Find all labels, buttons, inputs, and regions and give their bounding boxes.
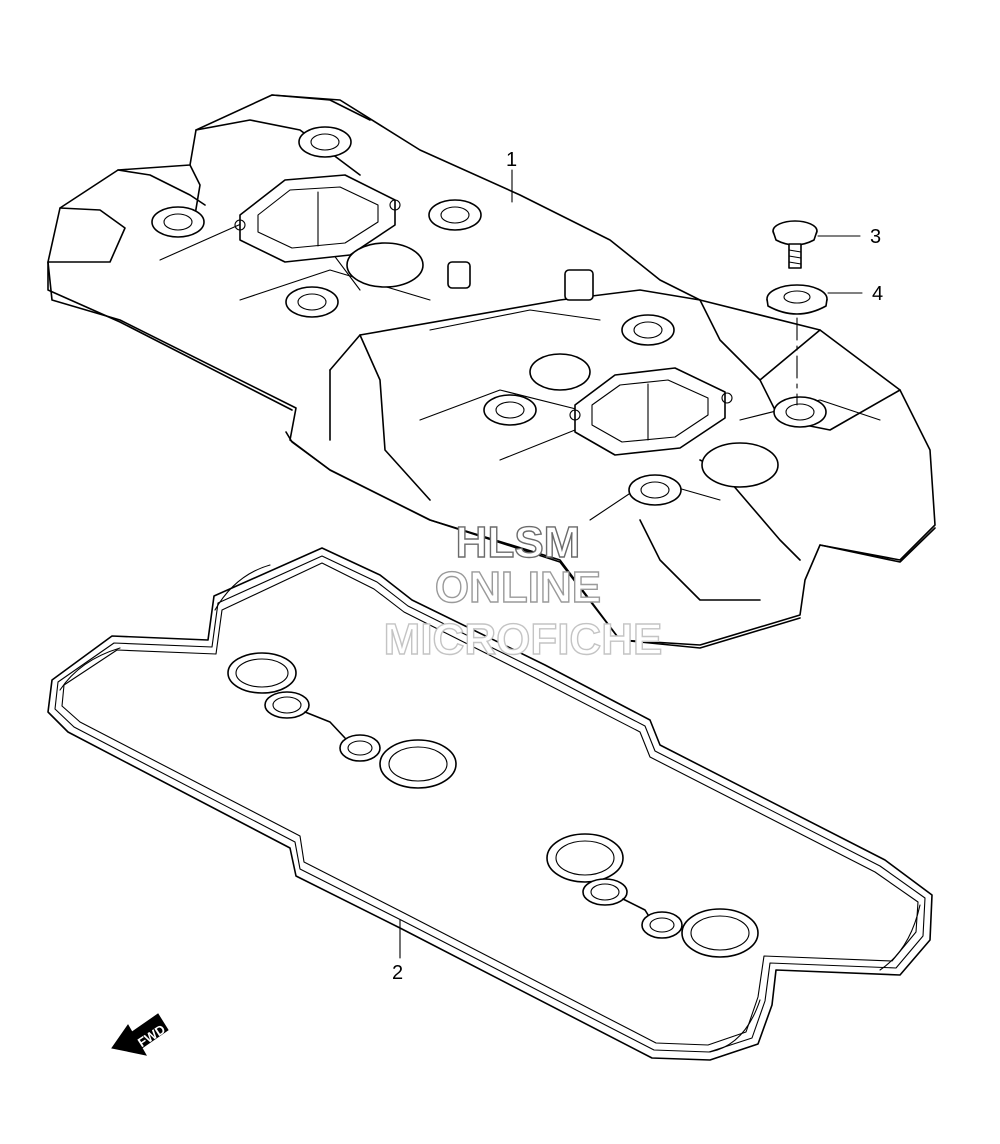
cover-bolt-holes [151,126,827,506]
callout-4: 4 [872,283,883,305]
callout-3: 3 [870,226,881,248]
callout-1: 1 [506,149,517,171]
watermark-line-3: MICROFICHE [384,615,663,664]
head-cover-gasket [47,547,933,1061]
callout-2: 2 [392,962,403,984]
cover-grommet [766,284,828,315]
leader-lines [399,169,863,959]
watermark-line-1: HLSM [456,518,581,567]
forward-arrow-icon: FWD [111,1013,169,1056]
watermark: HLSM ONLINE MICROFICHE [383,517,663,664]
pair-valve-ports [234,174,779,488]
cover-bolt [772,220,818,269]
watermark-line-2: ONLINE [435,563,601,612]
